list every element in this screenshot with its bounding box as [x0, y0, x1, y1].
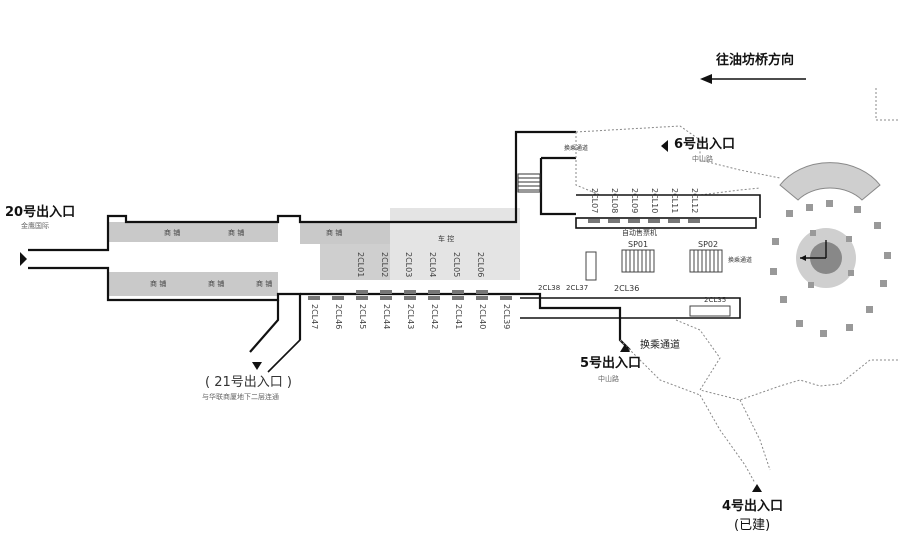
- exit4-note: (已建): [734, 518, 771, 533]
- exit6-note: 中山路: [692, 155, 713, 163]
- stall-code: 2CL46: [334, 304, 343, 330]
- sp02-label: SP02: [698, 240, 719, 249]
- exit21-note: 与华联商厦地下二层连通: [202, 393, 279, 401]
- exit21-name: ( 21号出入口 ): [205, 375, 292, 390]
- shop-label: 商 铺: [228, 229, 245, 237]
- exit20-note: 金鹰国际: [21, 222, 49, 230]
- direction-arrow-icon: [700, 74, 806, 84]
- stall-code: 2CL06: [476, 252, 485, 278]
- transfer-label-small: 换乘通道: [564, 145, 589, 152]
- stall-code: 2CL41: [454, 304, 463, 330]
- transfer-label: 换乘通道: [640, 340, 680, 351]
- shop-label: 商 铺: [164, 229, 181, 237]
- stall-code: 2CL04: [428, 252, 437, 278]
- exit21-marker-icon: [252, 362, 262, 370]
- stall-code: 2CL42: [430, 304, 439, 330]
- shop-label: 商 铺: [150, 280, 167, 288]
- station-control-label: 车 控: [438, 235, 455, 243]
- stall-code: 2CL01: [356, 252, 365, 278]
- exit6-marker-icon: [661, 140, 668, 152]
- stall-code: 2CL39: [502, 304, 511, 330]
- station-walls: [28, 130, 631, 373]
- escalator-6: [517, 173, 541, 193]
- exit20-marker-icon: [20, 252, 27, 266]
- stall-slots: [308, 219, 700, 300]
- stall-code: 2CL02: [380, 252, 389, 278]
- stall-code: 2CL37: [566, 284, 589, 292]
- stall-code: 2CL40: [478, 304, 487, 330]
- east-hall-walls: [520, 194, 761, 319]
- sp01-label: SP01: [628, 240, 649, 249]
- stall-code: 2CL36: [614, 284, 640, 293]
- east-station-outline: [575, 88, 900, 484]
- stall-code: 2CL11: [670, 188, 679, 214]
- rotunda: [779, 162, 881, 288]
- vending-label: 自动售票机: [622, 229, 657, 237]
- stall-code: 2CL47: [310, 304, 319, 330]
- stall-code: 2CL09: [630, 188, 639, 214]
- stall-code: 2CL07: [590, 188, 599, 214]
- rotunda-pillars: [770, 200, 891, 337]
- stall-code: 2CL35: [704, 296, 727, 304]
- stall-code: 2CL08: [610, 188, 619, 214]
- stall-code: 2CL38: [538, 284, 561, 292]
- escalator-sp: [585, 249, 731, 317]
- stall-code: 2CL45: [358, 304, 367, 330]
- stall-code: 2CL05: [452, 252, 461, 278]
- shop-label: 商 铺: [256, 280, 273, 288]
- direction-label: 往油坊桥方向: [716, 53, 795, 68]
- exit4-marker-icon: [752, 484, 762, 492]
- west-concourse: [108, 208, 520, 296]
- exit5-marker-icon: [620, 344, 630, 352]
- exit5-note: 中山路: [598, 375, 619, 383]
- shop-label: 商 铺: [208, 280, 225, 288]
- stall-code: 2CL43: [406, 304, 415, 330]
- stall-code: 2CL44: [382, 304, 391, 330]
- stall-code: 2CL12: [690, 188, 699, 214]
- exit4-name: 4号出入口: [722, 499, 784, 514]
- stall-code: 2CL10: [650, 188, 659, 214]
- exit20-name: 20号出入口: [5, 205, 76, 220]
- stall-code: 2CL03: [404, 252, 413, 278]
- exit6-name: 6号出入口: [674, 137, 736, 152]
- transfer-label-small-2: 换乘通道: [728, 257, 753, 264]
- shop-label: 商 铺: [326, 229, 343, 237]
- exit5-name: 5号出入口: [580, 356, 642, 371]
